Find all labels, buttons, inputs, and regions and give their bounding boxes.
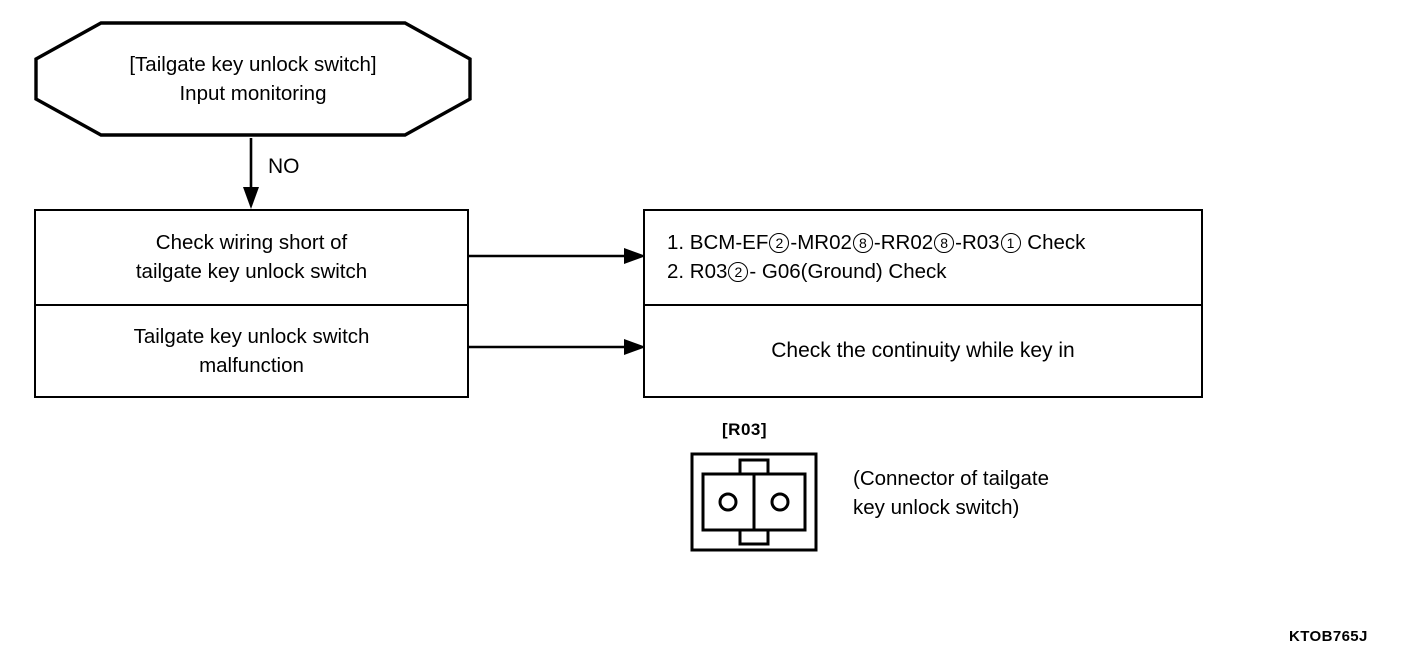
bcm-ef-prefix: 1. BCM-EF bbox=[667, 231, 769, 255]
ground-check-suffix: - G06(Ground) Check bbox=[749, 260, 947, 284]
rr02-segment: -RR02 bbox=[873, 231, 934, 255]
left-box-row-1-line-2: tailgate key unlock switch bbox=[135, 260, 368, 284]
left-box-row-2-line-1: Tailgate key unlock switch bbox=[133, 324, 370, 348]
circled-pin-2-r03: 2 bbox=[728, 262, 749, 283]
left-box-row-1: Check wiring short of tailgate key unloc… bbox=[36, 211, 467, 304]
start-node-text: [Tailgate key unlock switch] Input monit… bbox=[33, 20, 473, 138]
mr02-segment: -MR02 bbox=[790, 231, 852, 255]
circled-pin-2-bcm-ef: 2 bbox=[769, 233, 790, 254]
left-box-row-2-line-2: malfunction bbox=[199, 353, 304, 377]
left-box-row-2: Tailgate key unlock switch malfunction bbox=[36, 303, 467, 397]
right-arrow-icon bbox=[467, 339, 646, 355]
start-node-line-1: [Tailgate key unlock switch] bbox=[129, 53, 377, 76]
figure-code: KTOB765J bbox=[1289, 628, 1368, 645]
r03-prefix-2: 2. R03 bbox=[667, 260, 728, 284]
r03-segment: -R03 bbox=[955, 231, 1000, 255]
arrow-left-row2-to-right-row2 bbox=[467, 336, 647, 358]
down-arrow-icon bbox=[243, 138, 259, 209]
circled-pin-1-r03: 1 bbox=[1000, 233, 1021, 254]
circled-pin-8-rr02: 8 bbox=[934, 233, 955, 254]
arrow-left-row1-to-right-row1 bbox=[467, 245, 647, 267]
right-box-row-2-line-1: Check the continuity while key in bbox=[771, 339, 1075, 363]
start-node-octagon: [Tailgate key unlock switch] Input monit… bbox=[33, 20, 473, 138]
down-arrow bbox=[241, 138, 261, 210]
connector-caption: (Connector of tailgate key unlock switch… bbox=[853, 464, 1049, 522]
check-suffix-1: Check bbox=[1027, 231, 1086, 255]
connector-label-r03: [R03] bbox=[722, 420, 768, 439]
left-box-row-1-line-1: Check wiring short of bbox=[155, 231, 348, 255]
right-box-row-2: Check the continuity while key in bbox=[645, 303, 1201, 397]
connector-graphic-icon bbox=[690, 452, 818, 552]
left-box: Check wiring short of tailgate key unloc… bbox=[34, 209, 469, 398]
connector-diagram bbox=[690, 452, 818, 552]
right-arrow-icon bbox=[467, 248, 646, 264]
start-node-line-2: Input monitoring bbox=[179, 82, 327, 105]
circled-pin-8-mr02: 8 bbox=[852, 233, 873, 254]
connector-caption-line-1: (Connector of tailgate bbox=[853, 467, 1050, 490]
connector-caption-line-2: key unlock switch) bbox=[853, 496, 1020, 519]
octagon-shape bbox=[34, 21, 472, 137]
edge-label-no: NO bbox=[268, 155, 300, 178]
